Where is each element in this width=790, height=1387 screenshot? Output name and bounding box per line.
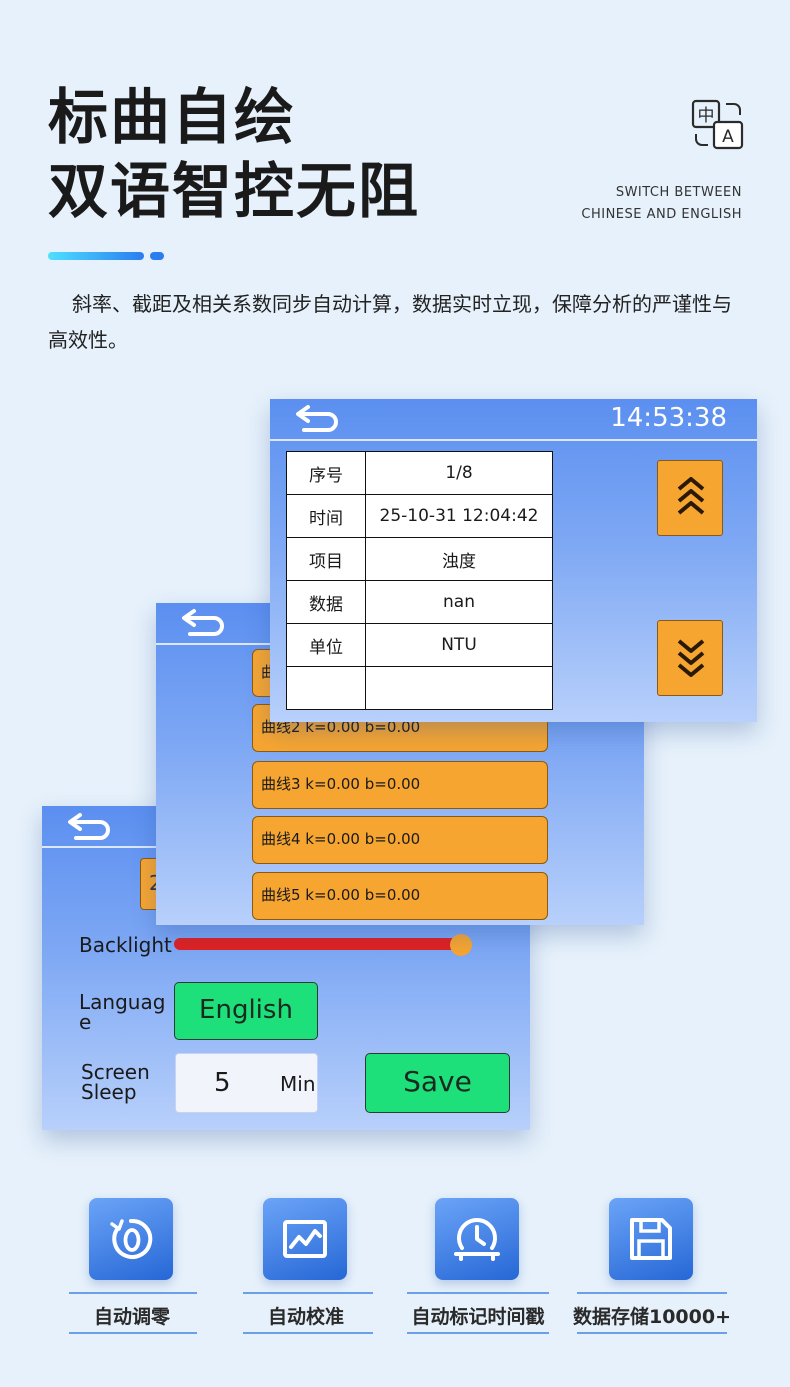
feature-label: 自动调零: [93, 1306, 170, 1328]
curve-4-button[interactable]: 曲线4 k=0.00 b=0.00: [252, 816, 548, 864]
record-value: [365, 666, 553, 710]
page-title-line-1: 标曲自绘: [48, 83, 296, 153]
feature-divider-bottom: [69, 1332, 197, 1334]
backlight-slider-knob[interactable]: [450, 934, 472, 956]
record-value: 25-10-31 12:04:42: [365, 494, 553, 538]
title-accent-dot: [150, 252, 164, 260]
zero-reset-icon: [89, 1198, 173, 1280]
record-value: 浊度: [365, 537, 553, 581]
svg-text:中: 中: [698, 106, 715, 126]
table-row: [286, 666, 553, 710]
record-key: 单位: [286, 623, 366, 667]
feature-label: 数据存储10000+: [572, 1306, 732, 1328]
feature-description: 斜率、截距及相关系数同步自动计算，数据实时立现，保障分析的严谨性与高效性。: [48, 292, 732, 352]
page-down-button[interactable]: [657, 620, 723, 696]
svg-text:A: A: [722, 127, 734, 147]
triple-chevron-down-icon: [677, 639, 705, 677]
curve-5-button[interactable]: 曲线5 k=0.00 b=0.00: [252, 872, 548, 920]
record-key: 数据: [286, 580, 366, 624]
backlight-label: Backlight: [79, 933, 172, 957]
record-key: [286, 666, 366, 710]
language-label-line-1: Languag: [79, 990, 166, 1014]
floppy-disk-icon: [609, 1198, 693, 1280]
language-select-button[interactable]: English: [174, 982, 318, 1040]
back-arrow-icon[interactable]: [180, 607, 228, 637]
language-label-line-2: e: [79, 1010, 92, 1034]
table-row: 项目浊度: [286, 537, 553, 581]
sleep-label-line-2: Sleep: [81, 1080, 137, 1104]
record-key: 项目: [286, 537, 366, 581]
feature-label: 自动校准: [267, 1306, 344, 1328]
screen-sleep-unit: Min: [280, 1072, 316, 1096]
timestamp-clock-icon: [435, 1198, 519, 1280]
language-switch-icon: 中 A: [690, 98, 748, 152]
triple-chevron-up-icon: [677, 477, 705, 515]
screen-sleep-input[interactable]: 5 Min: [175, 1053, 318, 1113]
title-accent-bar: [48, 252, 144, 260]
screen-sleep-value: 5: [214, 1068, 231, 1098]
page-title-line-2: 双语智控无阻: [48, 157, 420, 227]
feature-divider-bottom: [243, 1332, 373, 1334]
feature-label: 自动标记时间戳: [411, 1306, 545, 1328]
switch-caption-line-1: SWITCH BETWEEN: [615, 185, 742, 200]
record-value: NTU: [365, 623, 553, 667]
record-value: nan: [365, 580, 553, 624]
language-label: Languag e: [79, 992, 165, 1032]
switch-language-caption: SWITCH BETWEEN CHINESE AND ENGLISH: [581, 182, 742, 226]
record-topbar: [270, 399, 757, 441]
back-arrow-icon[interactable]: [294, 403, 342, 433]
feature-divider-top: [407, 1292, 549, 1294]
switch-caption-line-2: CHINESE AND ENGLISH: [581, 207, 742, 222]
backlight-slider[interactable]: [174, 938, 462, 950]
calibration-chart-icon: [263, 1198, 347, 1280]
record-key: 序号: [286, 451, 366, 495]
back-arrow-icon[interactable]: [66, 811, 114, 841]
clock-time: 14:53:38: [610, 403, 727, 433]
feature-divider-top: [69, 1292, 197, 1294]
feature-divider-bottom: [577, 1332, 727, 1334]
page-up-button[interactable]: [657, 460, 723, 536]
record-key: 时间: [286, 494, 366, 538]
feature-divider-top: [577, 1292, 727, 1294]
save-button[interactable]: Save: [365, 1053, 510, 1113]
feature-divider-top: [243, 1292, 373, 1294]
screen-sleep-label: Screen Sleep: [81, 1062, 150, 1102]
curve-3-button[interactable]: 曲线3 k=0.00 b=0.00: [252, 761, 548, 809]
sleep-label-line-1: Screen: [81, 1060, 150, 1084]
record-value: 1/8: [365, 451, 553, 495]
feature-divider-bottom: [407, 1332, 549, 1334]
